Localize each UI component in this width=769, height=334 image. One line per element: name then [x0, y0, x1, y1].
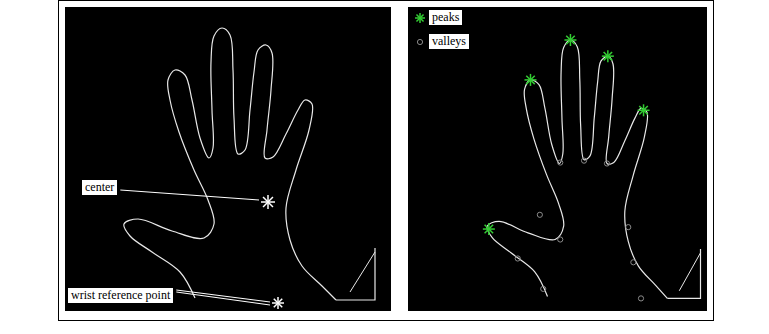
peak-marker [564, 34, 576, 46]
legend-text: valleys [429, 34, 469, 49]
peak-marker [483, 223, 495, 235]
center-label: center [82, 180, 117, 195]
valley-marker [515, 256, 520, 261]
peak-marker [638, 104, 650, 116]
left-panel [65, 7, 391, 311]
valley-marker [558, 160, 563, 165]
legend-peak-sample [415, 13, 425, 23]
wrist-line [336, 248, 375, 300]
leader-line [120, 190, 259, 200]
peak-marker [525, 74, 537, 86]
hand-contour [487, 40, 667, 298]
legend-text: peaks [429, 10, 462, 25]
valley-marker [581, 158, 586, 163]
leader-line [176, 290, 270, 302]
wrist-line [667, 249, 700, 298]
right-panel [408, 7, 707, 311]
wrist-line [679, 253, 700, 291]
hand-contour [124, 28, 336, 300]
wrist-label: wrist reference point [68, 288, 173, 303]
valley-marker [537, 212, 542, 217]
valley-marker [604, 161, 609, 166]
valley-marker [541, 286, 546, 291]
hand-outline [487, 40, 701, 298]
leader-line [176, 292, 270, 305]
legend-valley-sample [417, 39, 422, 44]
valley-marker [558, 237, 563, 242]
valley-marker [638, 296, 643, 301]
outer-frame [59, 1, 714, 321]
center-marker [261, 195, 275, 209]
wrist-line [350, 252, 375, 292]
wrist-marker [272, 297, 284, 309]
feature-points [120, 13, 649, 309]
hand-outline [124, 28, 375, 300]
peak-marker [602, 50, 614, 62]
valley-marker [631, 260, 636, 265]
valley-marker [626, 225, 631, 230]
